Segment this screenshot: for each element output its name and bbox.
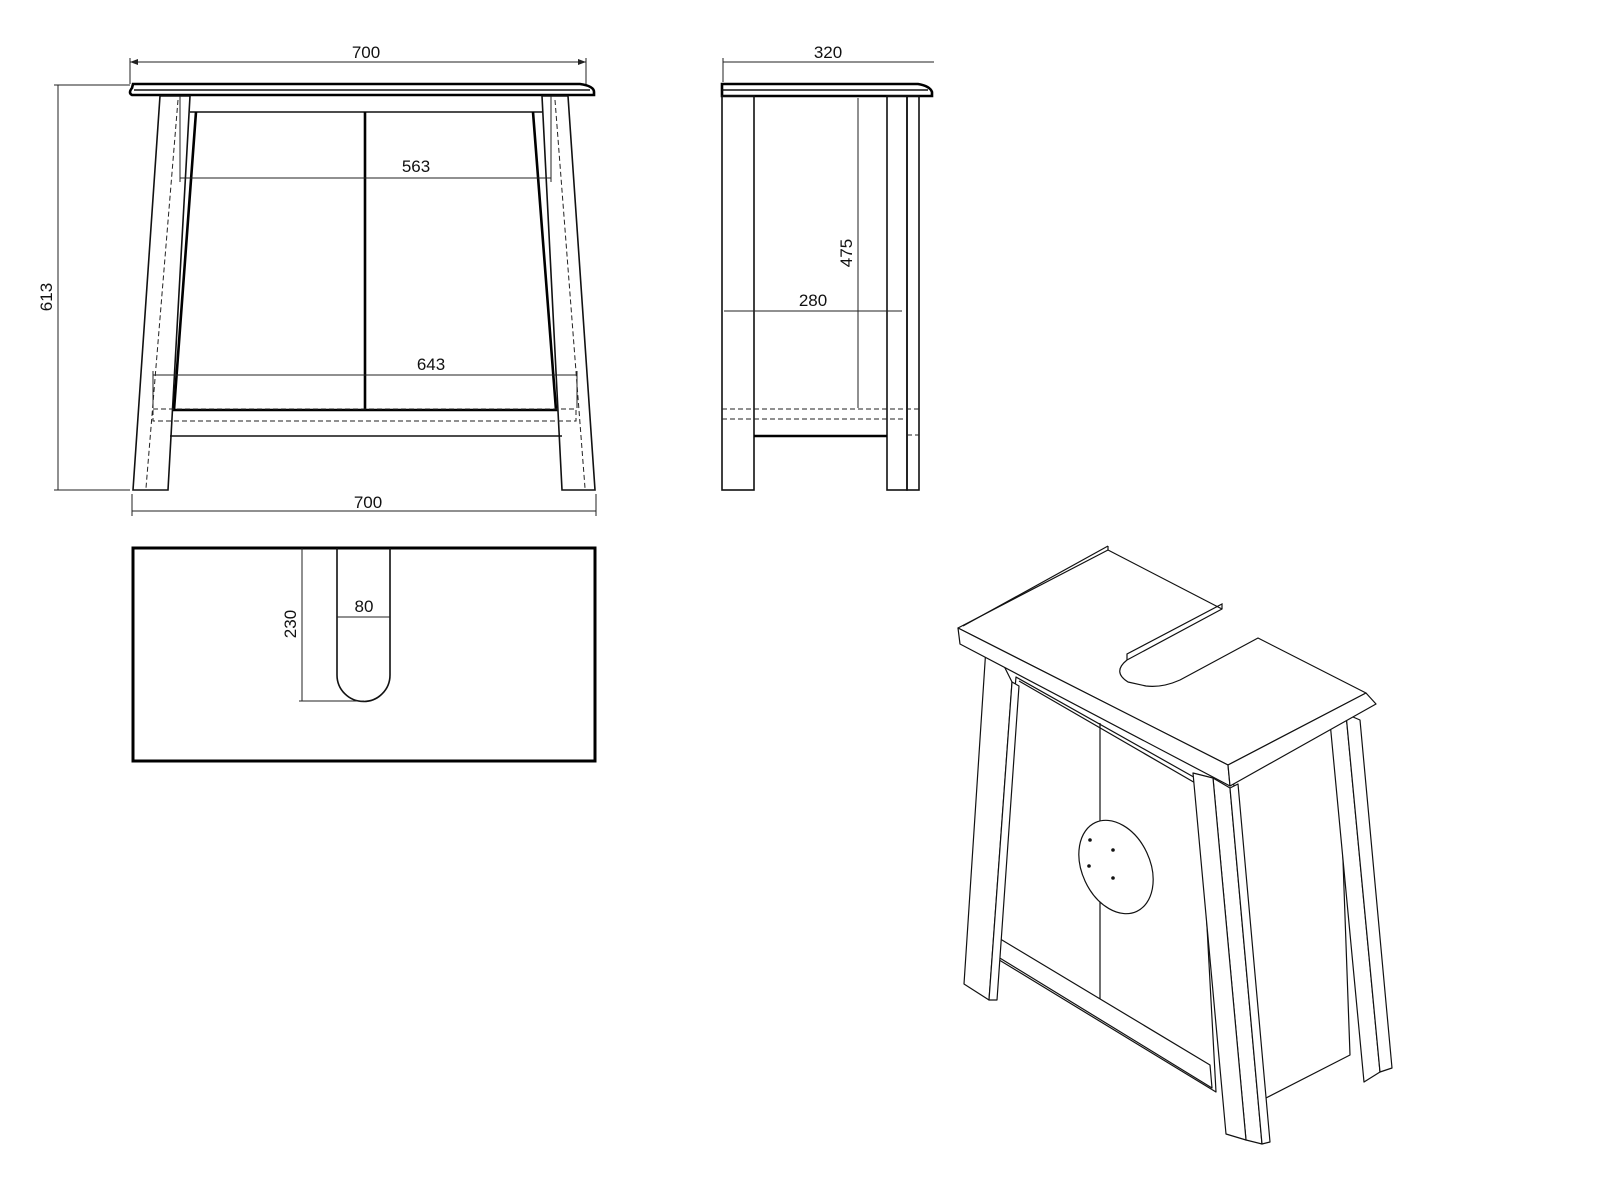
side-inner-depth-label: 280	[799, 291, 827, 310]
front-inner-top-dimension: 563	[179, 96, 552, 182]
front-height-dimension: 613	[37, 84, 130, 491]
top-cutout-depth-label: 230	[281, 610, 300, 638]
side-view: 320 475 280	[720, 43, 934, 491]
side-countertop	[720, 82, 934, 98]
top-cutout-depth-dimension: 230	[281, 548, 364, 702]
iso-handle-plate	[1078, 819, 1154, 915]
top-view: 230 80	[131, 546, 597, 763]
front-right-leg	[541, 95, 596, 491]
front-inner-bottom-dimension: 643	[152, 355, 578, 408]
front-base-width-label: 700	[354, 493, 382, 512]
side-depth-label: 320	[814, 43, 842, 62]
top-view-cutout	[336, 548, 391, 703]
front-shelf-hidden	[152, 408, 577, 422]
front-height-label: 613	[37, 283, 56, 311]
isometric-view	[957, 545, 1393, 1145]
side-depth-dimension: 320	[722, 43, 934, 82]
front-view: 700 563 643	[37, 43, 597, 516]
front-countertop	[128, 82, 596, 97]
top-cutout-width-dimension: 80	[337, 597, 390, 618]
side-inner-height-dimension: 475	[837, 98, 859, 408]
front-base-width-dimension: 700	[131, 493, 597, 516]
iso-countertop-side-edge	[1227, 692, 1377, 787]
side-back-leg	[886, 95, 908, 491]
top-view-outline	[131, 546, 597, 763]
side-inner-height-label: 475	[837, 239, 856, 267]
top-cutout-width-label: 80	[355, 597, 374, 616]
side-inner-depth-dimension: 280	[724, 291, 902, 312]
side-front-leg	[721, 95, 755, 491]
front-top-width-dimension: 700	[129, 43, 587, 84]
front-inner-top-label: 563	[402, 157, 430, 176]
front-top-width-label: 700	[352, 43, 380, 62]
front-inner-bottom-label: 643	[417, 355, 445, 374]
iso-countertop-top	[957, 549, 1367, 766]
